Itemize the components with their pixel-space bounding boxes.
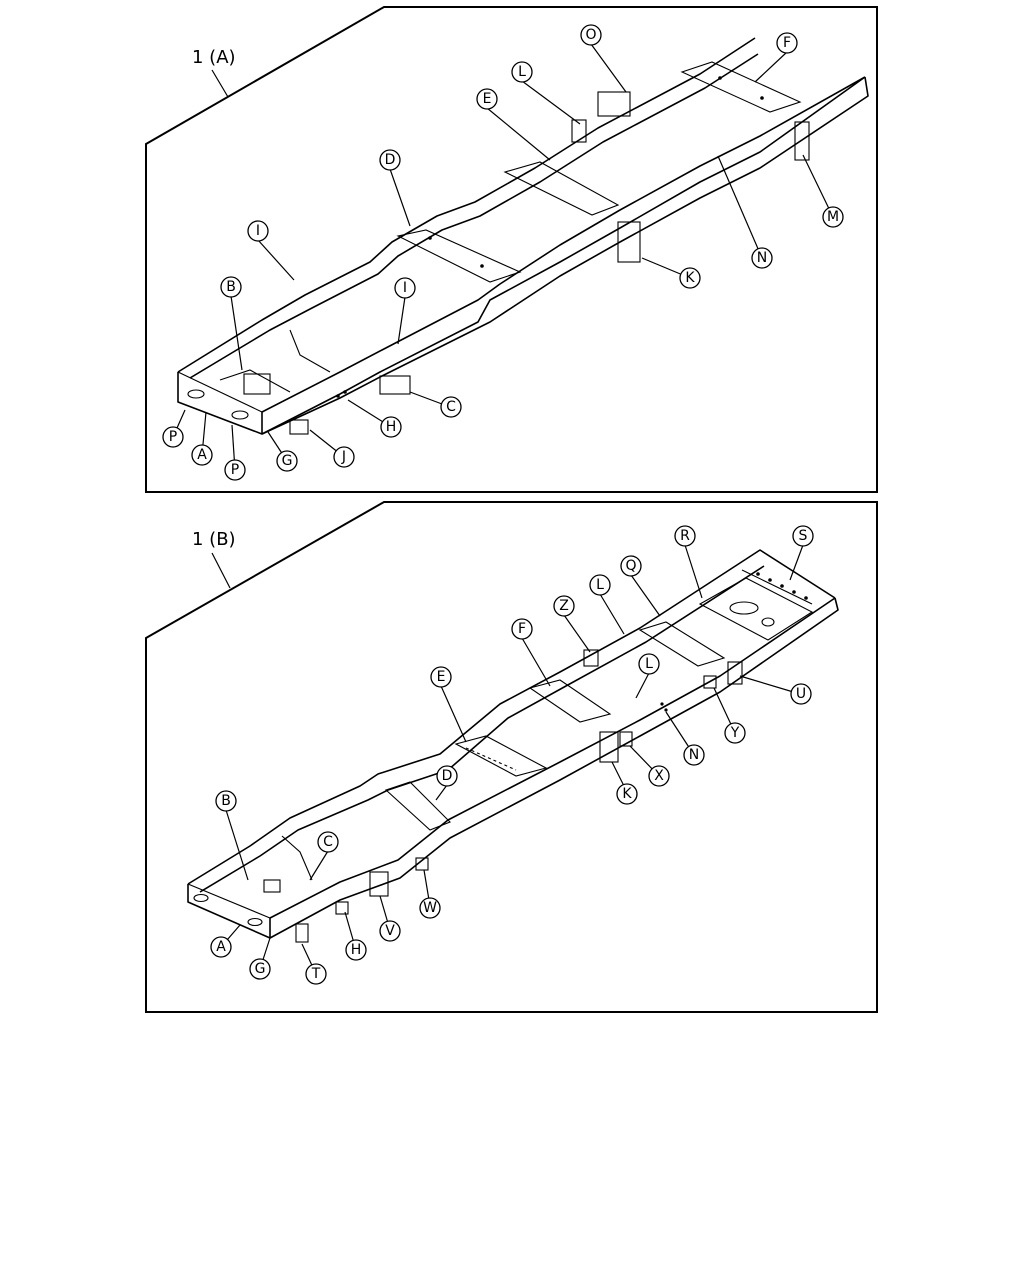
panel-b: 1 (B) bbox=[145, 501, 878, 1013]
svg-text:E: E bbox=[483, 91, 492, 107]
svg-text:I: I bbox=[256, 223, 260, 239]
svg-text:L: L bbox=[596, 577, 604, 593]
panel-a: 1 (A) bbox=[145, 6, 878, 493]
svg-text:Y: Y bbox=[730, 725, 740, 741]
svg-text:W: W bbox=[423, 900, 437, 916]
svg-text:H: H bbox=[351, 942, 362, 958]
frame-a-drawing bbox=[177, 37, 869, 435]
svg-text:X: X bbox=[654, 768, 664, 784]
svg-text:U: U bbox=[796, 686, 806, 702]
callout-b-W: W bbox=[419, 897, 441, 919]
svg-text:B: B bbox=[226, 279, 236, 295]
callout-a-P-bottom: P bbox=[224, 459, 246, 481]
panel-b-title-leader bbox=[211, 552, 231, 589]
callout-b-B: B bbox=[215, 790, 237, 812]
panel-a-leaders bbox=[172, 43, 834, 471]
svg-text:K: K bbox=[685, 270, 695, 286]
svg-text:G: G bbox=[255, 961, 266, 977]
callout-b-V: V bbox=[379, 920, 401, 942]
callout-a-H: H bbox=[380, 416, 402, 438]
svg-text:E: E bbox=[437, 669, 446, 685]
callout-a-I-lower: I bbox=[394, 277, 416, 299]
callout-a-G: G bbox=[276, 450, 298, 472]
callout-a-P-left: P bbox=[162, 426, 184, 448]
svg-text:D: D bbox=[442, 768, 453, 784]
callout-a-D: D bbox=[379, 149, 401, 171]
svg-text:A: A bbox=[197, 447, 207, 463]
svg-text:I: I bbox=[403, 280, 407, 296]
callout-a-J: J bbox=[333, 446, 355, 468]
panel-a-title: 1 (A) bbox=[192, 47, 236, 68]
callout-b-U: U bbox=[790, 683, 812, 705]
svg-text:N: N bbox=[757, 250, 767, 266]
callout-a-E: E bbox=[476, 88, 498, 110]
svg-text:L: L bbox=[645, 656, 653, 672]
svg-text:A: A bbox=[216, 939, 226, 955]
svg-text:F: F bbox=[518, 621, 526, 637]
svg-text:G: G bbox=[282, 453, 293, 469]
callout-b-R: R bbox=[674, 525, 696, 547]
callout-b-S: S bbox=[792, 525, 814, 547]
callout-a-A: A bbox=[191, 444, 213, 466]
svg-text:T: T bbox=[311, 966, 321, 982]
callout-a-M: M bbox=[822, 206, 844, 228]
callout-a-K: K bbox=[679, 267, 701, 289]
callout-b-H: H bbox=[345, 939, 367, 961]
svg-text:Q: Q bbox=[625, 558, 636, 574]
svg-text:B: B bbox=[221, 793, 231, 809]
callout-b-Q: Q bbox=[620, 555, 642, 577]
callout-b-A: A bbox=[210, 936, 232, 958]
callout-a-C: C bbox=[440, 396, 462, 418]
svg-text:S: S bbox=[799, 528, 808, 544]
svg-text:J: J bbox=[341, 449, 346, 465]
svg-text:F: F bbox=[783, 35, 791, 51]
svg-text:P: P bbox=[231, 462, 239, 478]
callout-a-B: B bbox=[220, 276, 242, 298]
callout-b-L-upper: L bbox=[589, 574, 611, 596]
callout-b-E: E bbox=[430, 666, 452, 688]
panel-a-title-leader bbox=[211, 69, 229, 98]
callout-b-F: F bbox=[511, 618, 533, 640]
callout-b-C: C bbox=[317, 831, 339, 853]
panel-b-leaders bbox=[220, 544, 804, 975]
svg-text:L: L bbox=[518, 64, 526, 80]
svg-text:C: C bbox=[446, 399, 456, 415]
svg-text:D: D bbox=[385, 152, 396, 168]
callout-a-O: O bbox=[580, 24, 602, 46]
callout-a-N: N bbox=[751, 247, 773, 269]
callout-b-T: T bbox=[305, 963, 327, 985]
callout-b-X: X bbox=[648, 765, 670, 787]
callout-b-Z: Z bbox=[553, 595, 575, 617]
panel-b-title: 1 (B) bbox=[192, 529, 236, 550]
callout-b-K: K bbox=[616, 783, 638, 805]
callout-a-F: F bbox=[776, 32, 798, 54]
svg-text:P: P bbox=[169, 429, 177, 445]
frame-b-drawing bbox=[187, 549, 839, 943]
callout-b-Y: Y bbox=[724, 722, 746, 744]
callout-b-N: N bbox=[683, 744, 705, 766]
svg-text:O: O bbox=[585, 27, 596, 43]
svg-text:H: H bbox=[386, 419, 397, 435]
callout-b-D: D bbox=[436, 765, 458, 787]
panel-a-border bbox=[145, 6, 878, 493]
svg-text:M: M bbox=[827, 209, 839, 225]
callout-a-I-upper: I bbox=[247, 220, 269, 242]
panel-b-border bbox=[145, 501, 878, 1013]
callout-a-L: L bbox=[511, 61, 533, 83]
callout-b-G: G bbox=[249, 958, 271, 980]
svg-text:K: K bbox=[622, 786, 632, 802]
callout-b-L-lower: L bbox=[638, 653, 660, 675]
svg-text:N: N bbox=[689, 747, 699, 763]
svg-text:R: R bbox=[680, 528, 690, 544]
svg-text:V: V bbox=[385, 923, 395, 939]
svg-text:C: C bbox=[323, 834, 333, 850]
svg-text:Z: Z bbox=[559, 598, 569, 614]
